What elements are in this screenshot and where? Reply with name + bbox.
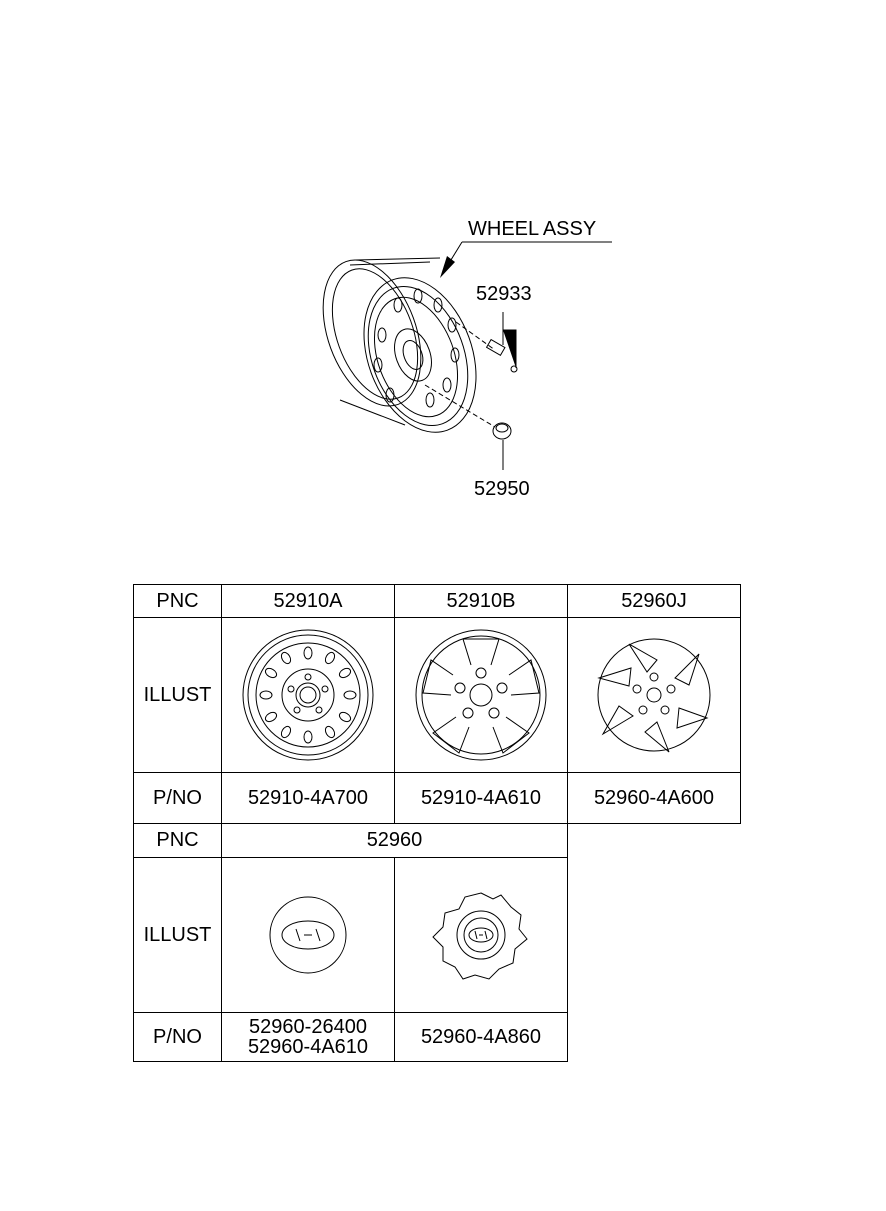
pno-cell: 52960-4A600	[567, 772, 741, 824]
pno-line: 52960-4A610	[247, 1036, 369, 1058]
pno-row-header: P/NO	[133, 772, 222, 824]
valve-stem-icon	[485, 338, 518, 373]
pno-cell: 52910-4A700	[221, 772, 395, 824]
nut-part-number: 52950	[474, 478, 530, 500]
steel-wheel-icon	[242, 629, 374, 761]
hub-cap-star-icon	[432, 892, 528, 980]
wheel-drawing	[322, 257, 477, 433]
pnc-cell: 52960	[221, 823, 568, 858]
wheel-nut-icon	[492, 422, 512, 440]
illust-cell	[394, 617, 568, 773]
illust-row-header: ILLUST	[133, 857, 222, 1013]
pnc-row-header: PNC	[133, 823, 222, 858]
pno-cell: 52960-26400 52960-4A610	[221, 1012, 395, 1062]
illust-cell	[394, 857, 568, 1013]
pno-cell: 52960-4A860	[394, 1012, 568, 1062]
valve-part-number: 52933	[476, 283, 532, 305]
wheel-assembly-diagram	[322, 241, 612, 470]
hub-cap-round-icon	[269, 896, 347, 974]
wheel-cover-icon	[597, 638, 711, 753]
leader-lines	[424, 241, 612, 470]
illust-row-header: ILLUST	[133, 617, 222, 773]
alloy-wheel-icon	[415, 629, 547, 761]
pnc-cell: 52910B	[394, 584, 568, 618]
illust-cell	[567, 617, 741, 773]
pnc-cell: 52960J	[567, 584, 741, 618]
pnc-cell: 52910A	[221, 584, 395, 618]
pno-cell: 52910-4A610	[394, 772, 568, 824]
pno-line: 52960-26400	[249, 1016, 367, 1038]
illust-cell	[221, 617, 395, 773]
pnc-row-header: PNC	[133, 584, 222, 618]
illust-cell	[221, 857, 395, 1013]
pno-row-header: P/NO	[133, 1012, 222, 1062]
wheel-assy-label: WHEEL ASSY	[468, 218, 597, 240]
